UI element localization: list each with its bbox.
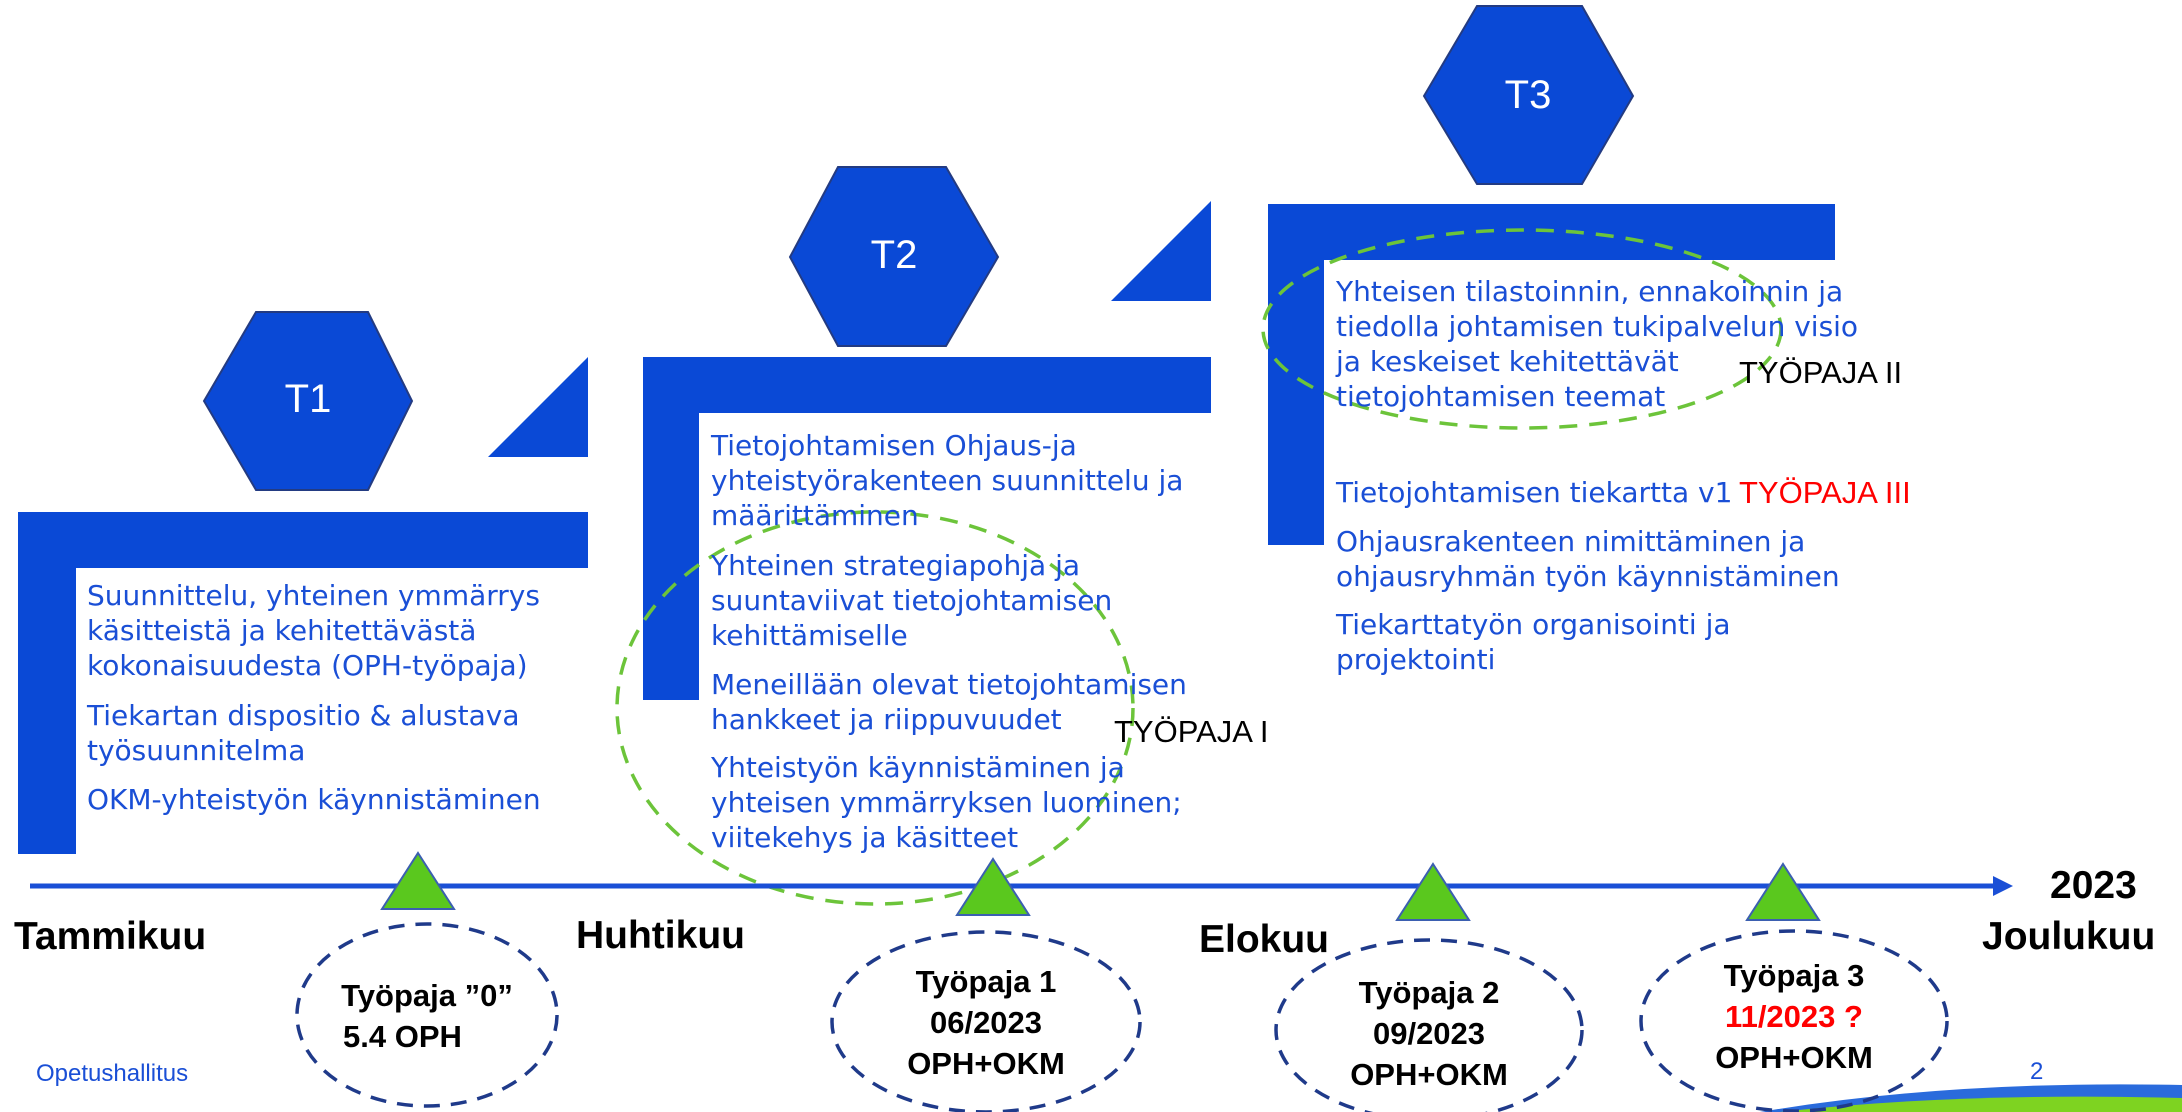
- phase-t1-item: käsitteistä ja kehitettävästä: [87, 614, 477, 647]
- workshop-1-date: 06/2023: [929, 1005, 1043, 1040]
- milestone-triangle: [1745, 862, 1821, 921]
- workshop-2-date: 09/2023: [1372, 1016, 1486, 1051]
- workshop-ii-ellipse: [1261, 228, 1783, 430]
- workshop-1-org: OPH+OKM: [907, 1046, 1065, 1081]
- phase-t1-item: kokonaisuudesta (OPH-työpaja): [87, 649, 528, 682]
- phase-t3-item: ohjausryhmän työn käynnistäminen: [1336, 560, 1840, 593]
- phase-t1-bracket: [18, 357, 588, 854]
- workshop-3-ellipse: [1639, 929, 1949, 1112]
- phase-t3-item: Tietojohtamisen tiekartta v1: [1336, 476, 1733, 509]
- phase-t2-item: suuntaviivat tietojohtamisen: [711, 584, 1113, 617]
- phase-t3-item: projektointi: [1336, 643, 1496, 676]
- workshop-2-title: Työpaja 2: [1358, 975, 1500, 1010]
- workshop-1-ellipse: [830, 930, 1142, 1112]
- phase-t2-item: Meneillään olevat tietojohtamisen: [711, 668, 1187, 701]
- phase-t2-bracket: [643, 201, 1211, 700]
- phase-t3-item: Tiekarttatyön organisointi ja: [1336, 608, 1731, 641]
- milestone-triangle: [1395, 862, 1471, 921]
- milestone-triangle: [955, 857, 1031, 916]
- workshop-1-label: Työpaja 1 06/2023 OPH+OKM: [886, 961, 1086, 1084]
- workshop-3-date: 11/2023 ?: [1725, 999, 1863, 1034]
- phase-t2-hexagon-shape: [788, 166, 1000, 347]
- month-joulukuu: Joulukuu: [1982, 915, 2156, 958]
- swoosh-decoration-green: [1780, 1096, 2182, 1112]
- phase-t3-item: Ohjausrakenteen nimittäminen ja: [1336, 525, 1806, 558]
- milestone-triangle: [380, 851, 456, 910]
- phase-t3-item: tietojohtamisen teemat: [1336, 380, 1666, 413]
- phase-t3-hexagon-shape: [1422, 5, 1635, 185]
- footer-org: Opetushallitus: [36, 1060, 189, 1087]
- phase-t3-item: tiedolla johtamisen tukipalvelun visio: [1336, 310, 1859, 343]
- month-huhtikuu: Huhtikuu: [576, 914, 745, 957]
- phase-t2-item: Tietojohtamisen Ohjaus-ja: [711, 429, 1077, 462]
- workshop-2-ellipse: [1274, 938, 1584, 1112]
- workshop-tag-i: TYÖPAJA I: [1114, 714, 1269, 749]
- phase-t2-item: hankkeet ja riippuvuudet: [711, 703, 1062, 736]
- workshop-0-date: 5.4 OPH: [343, 1019, 462, 1054]
- phase-t1-item: Suunnittelu, yhteinen ymmärrys: [87, 579, 540, 612]
- phase-t3-item: Yhteisen tilastoinnin, ennakoinnin ja: [1336, 275, 1844, 308]
- workshop-i-ellipse: [615, 510, 1135, 906]
- workshop-0-ellipse: [295, 922, 559, 1108]
- phase-t1-item: OKM-yhteistyön käynnistäminen: [87, 783, 541, 816]
- phase-t1-hexagon-shape: [202, 311, 414, 491]
- workshop-3-label: Työpaja 3 11/2023 ? OPH+OKM: [1694, 955, 1894, 1078]
- page-number: 2: [2030, 1058, 2044, 1085]
- timeline-arrowhead: [1993, 876, 2013, 896]
- workshop-2-label: Työpaja 2 09/2023 OPH+OKM: [1329, 972, 1529, 1095]
- workshop-1-title: Työpaja 1: [915, 964, 1057, 999]
- phase-t2-item: Yhteinen strategiapohja ja: [711, 549, 1081, 582]
- phase-t1-item: työsuunnitelma: [87, 734, 306, 767]
- timeline-year: 2023: [2050, 864, 2137, 907]
- phase-t3-item: ja keskeiset kehitettävät: [1336, 345, 1679, 378]
- phase-t1-label: T1: [284, 377, 332, 421]
- month-tammikuu: Tammikuu: [14, 915, 207, 958]
- phase-t1-item: Tiekartan dispositio & alustava: [87, 699, 520, 732]
- phase-t2-label: T2: [870, 233, 918, 277]
- workshop-0-title: Työpaja ”0”: [341, 978, 513, 1013]
- phase-t2-item: Yhteistyön käynnistäminen ja: [711, 751, 1125, 784]
- phase-t2-item: määrittäminen: [711, 499, 919, 532]
- phase-t2-item: yhteistyörakenteen suunnittelu ja: [711, 464, 1184, 497]
- phase-t2-item: kehittämiselle: [711, 619, 908, 652]
- workshop-tag-iii: TYÖPAJA III: [1739, 475, 1911, 510]
- workshop-3-org: OPH+OKM: [1715, 1040, 1873, 1075]
- workshop-0-label: Työpaja ”0” 5.4 OPH: [327, 975, 527, 1057]
- workshop-3-title: Työpaja 3: [1723, 958, 1865, 993]
- phase-t2-item: yhteisen ymmärryksen luominen;: [711, 786, 1182, 819]
- phase-t2-item: viitekehys ja käsitteet: [711, 821, 1019, 854]
- workshop-2-org: OPH+OKM: [1350, 1057, 1508, 1092]
- workshop-tag-ii: TYÖPAJA II: [1739, 355, 1903, 390]
- phase-t3-label: T3: [1504, 73, 1552, 117]
- month-elokuu: Elokuu: [1199, 918, 1330, 961]
